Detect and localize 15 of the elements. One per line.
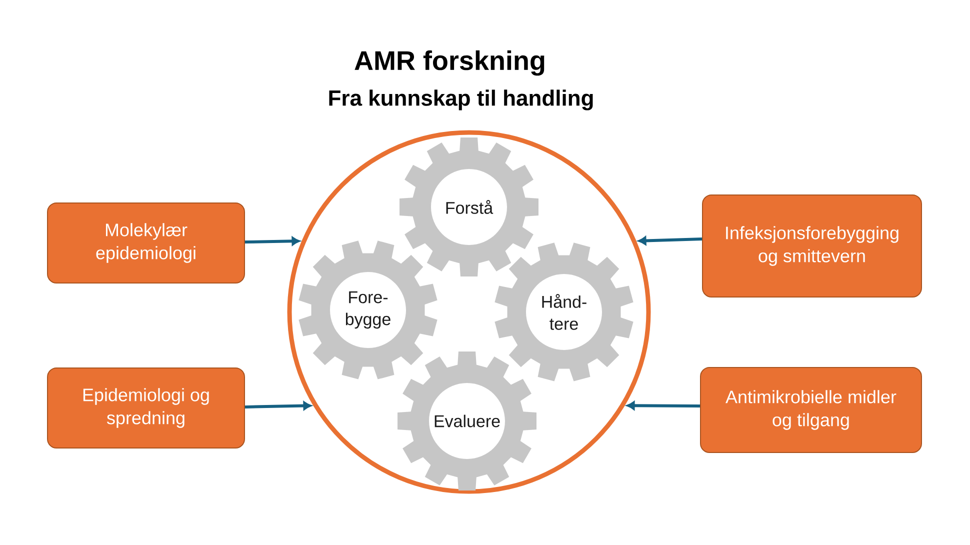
topic-box: Antimikrobielle midler og tilgang (700, 367, 922, 453)
gear: Forstå (400, 138, 538, 276)
arrow (626, 401, 700, 410)
subtitle: Fra kunnskap til handling (329, 90, 593, 110)
title: AMR forskning (354, 50, 544, 76)
arrow (244, 401, 312, 410)
arrow (244, 236, 300, 246)
topic-box: Infeksjonsforebygging og smittevern (702, 194, 922, 298)
topic-box: Epidemiologi og spredning (47, 368, 245, 448)
gear: Evaluere (398, 352, 536, 490)
circle (287, 130, 651, 494)
arrow (638, 236, 702, 246)
gear: Fore- bygge (298, 240, 438, 380)
topic-box: Molekylær epidemiologi (47, 202, 245, 284)
gear: Hånd- tere (494, 242, 634, 382)
